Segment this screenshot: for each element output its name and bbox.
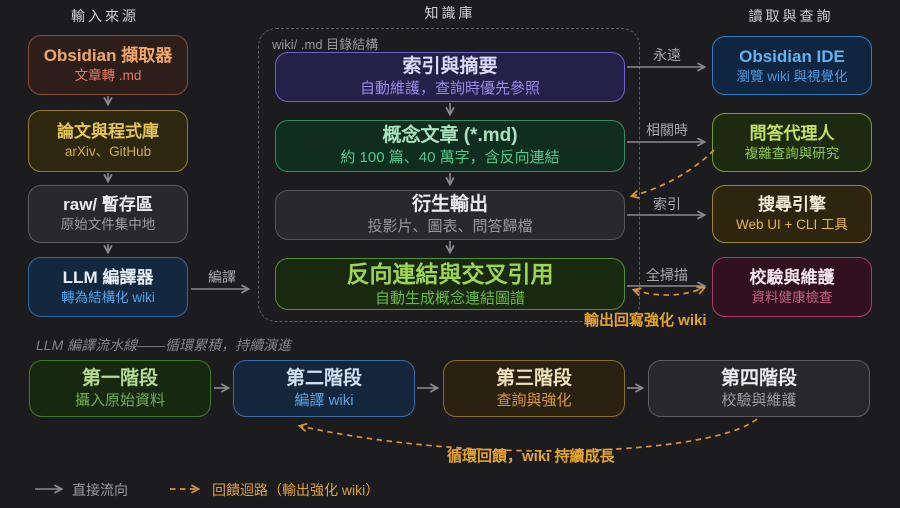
stage-subtitle: 編譯 wiki bbox=[294, 391, 354, 409]
node-subtitle: arXiv、GitHub bbox=[64, 144, 152, 160]
node-subtitle: Web UI + CLI 工具 bbox=[736, 217, 848, 233]
node-title: 索引與摘要 bbox=[402, 56, 498, 78]
stage-2: 第二階段 編譯 wiki bbox=[233, 360, 415, 417]
pipeline-title: LLM 編譯流水線——循環累積，持續演進 bbox=[36, 337, 292, 353]
feedback-qa-to-derived bbox=[629, 149, 715, 199]
stage-1: 第一階段 攝入原始資料 bbox=[29, 360, 211, 417]
wiki-directory-label: wiki/ .md 目錄結構 bbox=[272, 37, 379, 52]
node-papers-repos: 論文與程式庫 arXiv、GitHub bbox=[28, 110, 188, 172]
node-subtitle: 文章轉 .md bbox=[74, 68, 142, 84]
node-title: raw/ 暫存區 bbox=[63, 195, 153, 215]
node-title: 概念文章 (*.md) bbox=[382, 125, 518, 147]
node-subtitle: 瀏覽 wiki 與視覺化 bbox=[736, 68, 848, 84]
node-subtitle: 約 100 篇、40 萬字，含反向連結 bbox=[340, 149, 560, 167]
edge-label-when-relevant: 相關時 bbox=[646, 122, 688, 138]
node-obsidian-ide: Obsidian IDE 瀏覽 wiki 與視覺化 bbox=[712, 36, 872, 95]
node-title: 校驗與維護 bbox=[749, 268, 835, 288]
node-title: Obsidian IDE bbox=[739, 46, 845, 66]
column-header-inputs: 輸入來源 bbox=[71, 8, 139, 24]
feedback-validation-backlinks bbox=[631, 285, 707, 297]
pipeline-feedback-label: 循環回饋，wiki 持續成長 bbox=[447, 448, 615, 465]
node-index-summary: 索引與摘要 自動維護，查詢時優先參照 bbox=[275, 52, 625, 102]
stage-subtitle: 查詢與強化 bbox=[496, 391, 572, 409]
node-raw-staging: raw/ 暫存區 原始文件集中地 bbox=[28, 185, 188, 243]
node-subtitle: 自動生成概念連結圖譜 bbox=[374, 289, 525, 307]
edge-label-full-scan: 全掃描 bbox=[646, 267, 688, 283]
node-subtitle: 投影片、圖表、問答歸檔 bbox=[367, 218, 533, 236]
node-subtitle: 原始文件集中地 bbox=[60, 217, 156, 233]
node-title: 論文與程式庫 bbox=[57, 122, 159, 142]
node-title: 反向連結與交叉引用 bbox=[346, 261, 554, 288]
node-qa-agent: 問答代理人 複雜查詢與研究 bbox=[712, 113, 872, 172]
node-backlinks: 反向連結與交叉引用 自動生成概念連結圖譜 bbox=[275, 258, 625, 310]
node-title: 搜尋引擎 bbox=[758, 195, 826, 215]
legend-solid-label: 直接流向 bbox=[72, 482, 128, 498]
stage-title: 第二階段 bbox=[285, 367, 362, 389]
column-header-read-query: 讀取與查詢 bbox=[748, 8, 834, 24]
stage-title: 第一階段 bbox=[81, 367, 158, 389]
node-subtitle: 複雜查詢與研究 bbox=[744, 145, 840, 161]
stage-3: 第三階段 查詢與強化 bbox=[443, 360, 625, 417]
column-header-knowledge-base: 知識庫 bbox=[424, 5, 476, 21]
node-derived-outputs: 衍生輸出 投影片、圖表、問答歸檔 bbox=[275, 190, 625, 240]
node-search-engine: 搜尋引擎 Web UI + CLI 工具 bbox=[712, 185, 872, 243]
edge-label-always: 永遠 bbox=[653, 47, 681, 63]
stage-title: 第三階段 bbox=[495, 367, 572, 389]
node-llm-compiler: LLM 編譯器 轉為結構化 wiki bbox=[28, 257, 188, 317]
node-validation: 校驗與維護 資料健康檢查 bbox=[712, 257, 872, 317]
node-title: 問答代理人 bbox=[749, 123, 835, 143]
edge-label-index: 索引 bbox=[653, 196, 681, 212]
node-subtitle: 資料健康檢查 bbox=[751, 290, 833, 306]
node-title: Obsidian 擷取器 bbox=[43, 46, 173, 66]
stage-title: 第四階段 bbox=[720, 367, 797, 389]
node-title: LLM 編譯器 bbox=[62, 268, 154, 288]
stage-subtitle: 校驗與維護 bbox=[721, 391, 797, 409]
node-obsidian-capture: Obsidian 擷取器 文章轉 .md bbox=[28, 35, 188, 95]
edge-label-writeback: 輸出回寫強化 wiki bbox=[584, 312, 707, 329]
node-title: 衍生輸出 bbox=[411, 194, 488, 216]
node-concept-articles: 概念文章 (*.md) 約 100 篇、40 萬字，含反向連結 bbox=[275, 120, 625, 172]
stage-4: 第四階段 校驗與維護 bbox=[648, 360, 870, 417]
stage-subtitle: 攝入原始資料 bbox=[74, 391, 165, 409]
node-subtitle: 自動維護，查詢時優先參照 bbox=[359, 80, 540, 98]
node-subtitle: 轉為結構化 wiki bbox=[61, 290, 155, 306]
legend-dashed-label: 回饋迴路（輸出強化 wiki） bbox=[212, 482, 380, 498]
edge-label-compile: 編譯 bbox=[208, 269, 236, 285]
